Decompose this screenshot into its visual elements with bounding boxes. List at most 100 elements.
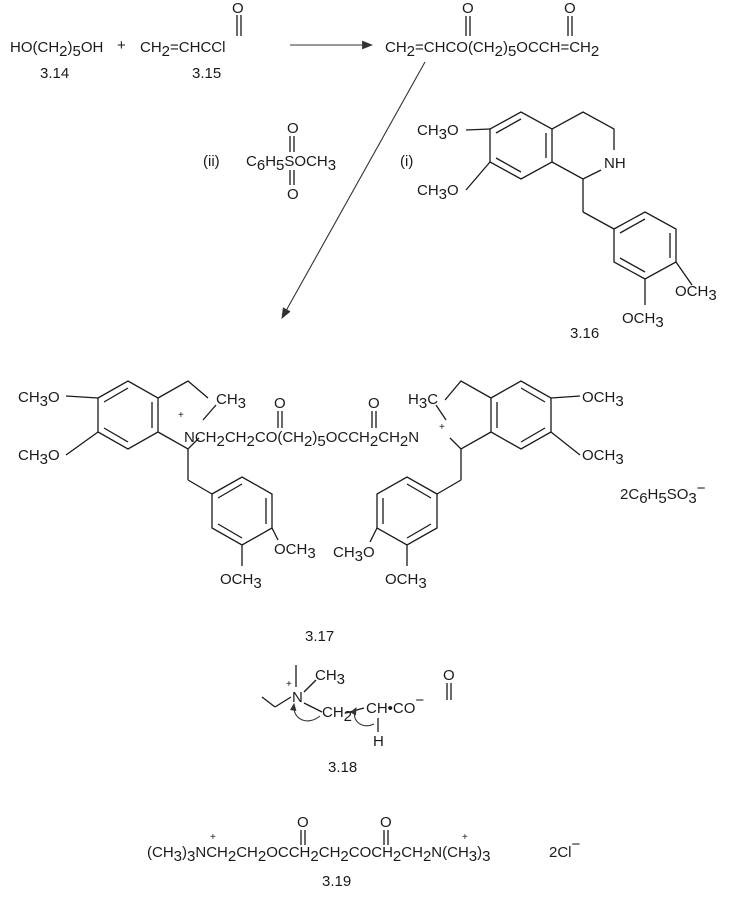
carbonyl-oxygen: O bbox=[443, 667, 455, 684]
n-plus-left-319: + bbox=[210, 832, 216, 843]
aromatic-bond bbox=[103, 427, 129, 443]
reactant-3-15: CH2=CHCCl O 3.15 bbox=[140, 0, 244, 82]
curly-arrow-2 bbox=[289, 702, 321, 722]
methoxy-bond bbox=[369, 527, 378, 543]
benzyl-bond bbox=[582, 211, 615, 230]
n-plus: + bbox=[286, 679, 292, 690]
aryl-left-och3-b: OCH3 bbox=[220, 571, 262, 592]
methoxy-bond bbox=[65, 431, 99, 456]
aromatic-bond bbox=[406, 523, 432, 539]
methoxy-bond bbox=[550, 395, 581, 399]
aromatic-bond bbox=[495, 157, 522, 173]
label-3-16: 3.16 bbox=[570, 325, 599, 342]
carbonyl-oxygen: O bbox=[462, 0, 474, 17]
compound-3-17: CH3O CH3O CH3 OCH3 OCH3 + NCH2CH2CO(CH2)… bbox=[18, 380, 706, 645]
ch-co-318: CH•CO− bbox=[366, 692, 424, 717]
ring-right-b bbox=[449, 431, 492, 450]
sulfonyl-oxygen-bottom: O bbox=[287, 186, 299, 203]
diacrylate-formula: CH2=CHCO(CH2)5OCCH=CH2 bbox=[385, 39, 599, 60]
benzyl-bond bbox=[436, 479, 462, 495]
compound-3-16: CH3O CH3O NH OCH3 OCH3 3.16 bbox=[417, 111, 717, 342]
aromatic-bond bbox=[619, 218, 646, 234]
n-methyl-left: CH3 bbox=[216, 391, 246, 412]
aromatic-bond bbox=[217, 523, 243, 539]
aromatic-ring-left bbox=[97, 380, 159, 450]
plus-sign: + bbox=[117, 37, 126, 54]
aryl-right-och3-a: CH3O bbox=[333, 544, 375, 565]
carbonyl-oxygen: O bbox=[297, 814, 309, 831]
aromatic-bond bbox=[406, 483, 432, 499]
aromatic-ring-c bbox=[613, 211, 677, 280]
step-i-label: (i) bbox=[400, 153, 413, 170]
aromatic-bond bbox=[619, 257, 646, 273]
label-3-15: 3.15 bbox=[192, 65, 221, 82]
carbonyl-oxygen: O bbox=[232, 0, 244, 17]
ethyl-bond bbox=[261, 696, 276, 708]
ring-left-b bbox=[157, 380, 209, 399]
och3-left-top: CH3O bbox=[18, 389, 60, 410]
benzyl-bond bbox=[187, 479, 213, 495]
aryl-left-och3-a: OCH3 bbox=[274, 541, 316, 562]
sulfonyl-oxygen-top: O bbox=[287, 120, 299, 137]
reactant-3-14-formula: HO(CH2)5OH bbox=[10, 39, 103, 60]
och3-left-mid: CH3O bbox=[18, 447, 60, 468]
reactant-3-15-formula: CH2=CHCCl bbox=[140, 39, 225, 60]
n-methyl-bond bbox=[435, 404, 447, 421]
aromatic-ring-a bbox=[489, 111, 553, 180]
och3-mid: CH3O bbox=[417, 182, 459, 203]
methoxy-bond bbox=[675, 261, 693, 286]
ring-b bbox=[551, 111, 615, 150]
n-methyl-318: CH3 bbox=[315, 667, 345, 688]
och3-right-top: OCH3 bbox=[582, 389, 624, 410]
reagent-methyl-benzenesulfonate: C6H5SOCH3 O O bbox=[246, 120, 336, 203]
h-318: H bbox=[373, 733, 384, 750]
reaction-arrow-2 bbox=[281, 61, 426, 319]
n-plus-left: + bbox=[178, 410, 184, 421]
reactant-3-14: HO(CH2)5OH 3.14 bbox=[10, 39, 103, 82]
n-methyl-bond bbox=[303, 679, 317, 693]
carbonyl-oxygen: O bbox=[274, 395, 286, 412]
n-methyl-right: H3C bbox=[408, 391, 438, 412]
aryl-right-och3-b: OCH3 bbox=[385, 571, 427, 592]
nh-label: NH bbox=[604, 155, 626, 172]
ethyl-bond bbox=[274, 696, 292, 708]
compound-3-19: (CH3)3NCH2CH2OCCH2CH2COCH2CH2N(CH3)3 + +… bbox=[147, 814, 581, 890]
chain-bond bbox=[303, 702, 323, 713]
aromatic-ring-left-aryl bbox=[211, 476, 273, 546]
methoxy-bond bbox=[465, 161, 491, 191]
label-3-14: 3.14 bbox=[40, 65, 69, 82]
curly-arrow-1 bbox=[350, 707, 375, 727]
carbonyl-oxygen: O bbox=[368, 395, 380, 412]
product-diacrylate: CH2=CHCO(CH2)5OCCH=CH2 O O bbox=[385, 0, 599, 60]
carbonyl-oxygen: O bbox=[564, 0, 576, 17]
ring-b bbox=[551, 161, 602, 180]
counterion-3-17: 2C6H5SO3− bbox=[620, 480, 706, 507]
aromatic-bond bbox=[495, 118, 522, 134]
ring-right-b bbox=[444, 380, 492, 401]
chain-formula: NCH2CH2CO(CH2)5OCCH2CH2N bbox=[184, 429, 419, 450]
reagent-ii-formula: C6H5SOCH3 bbox=[246, 153, 336, 174]
aromatic-bond bbox=[217, 483, 243, 499]
och3-ring-1: OCH3 bbox=[675, 283, 717, 304]
aromatic-bond bbox=[520, 427, 546, 443]
compound-3-18: + N CH3 CH2 CH•CO− O H 3.18 bbox=[261, 665, 455, 776]
ch2-318: CH2 bbox=[322, 704, 352, 725]
n-methyl-bond bbox=[202, 404, 217, 421]
counterion-3-19: 2Cl− bbox=[549, 836, 581, 861]
methoxy-bond bbox=[550, 431, 581, 456]
methoxy-bond bbox=[65, 395, 99, 399]
carbonyl-oxygen: O bbox=[380, 814, 392, 831]
n-atom: N bbox=[292, 689, 303, 706]
label-3-19: 3.19 bbox=[322, 873, 351, 890]
och3-ring-2: OCH3 bbox=[622, 310, 664, 331]
aromatic-ring-right-aryl bbox=[376, 476, 438, 546]
n-plus-right-319: + bbox=[462, 832, 468, 843]
label-3-17: 3.17 bbox=[305, 628, 334, 645]
och3-top: CH3O bbox=[417, 122, 459, 143]
aromatic-bond bbox=[520, 387, 546, 403]
aromatic-ring-right bbox=[490, 380, 552, 450]
methoxy-bond bbox=[465, 128, 491, 131]
formula-3-19: (CH3)3NCH2CH2OCCH2CH2COCH2CH2N(CH3)3 bbox=[147, 844, 490, 865]
label-3-18: 3.18 bbox=[328, 759, 357, 776]
